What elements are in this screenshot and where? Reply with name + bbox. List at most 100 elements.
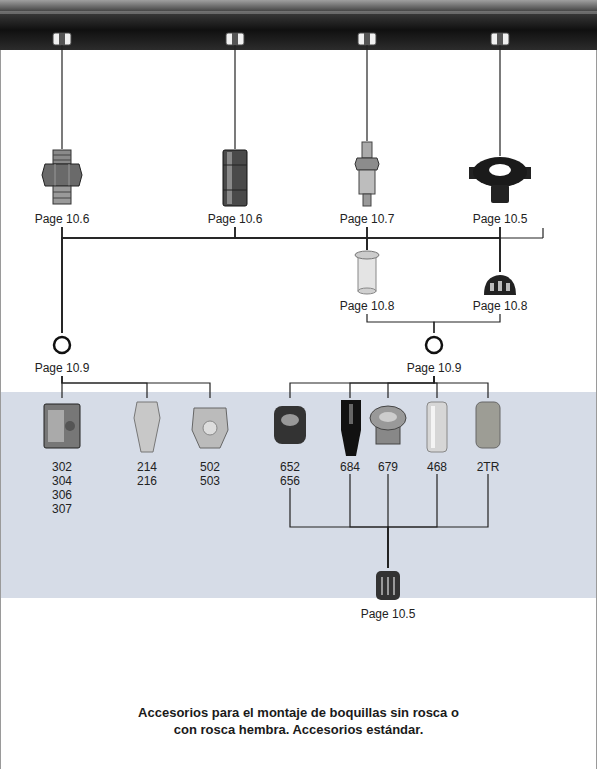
pipe-clip (226, 33, 244, 45)
nozzle-tip (44, 400, 500, 456)
pipe-clip (491, 33, 509, 45)
page-reference: Page 10.7 (340, 212, 395, 226)
clamp (489, 164, 511, 176)
clamp (491, 185, 509, 203)
connector-line (235, 227, 500, 272)
nozzle-part: 684 (332, 398, 369, 474)
nozzle-part: 679 (370, 398, 407, 474)
nozzle-part: 468 (419, 398, 456, 474)
leader-line (500, 237, 543, 238)
caption-holder: Accesorios para el montaje de boquillas … (0, 704, 597, 738)
connector-line (434, 314, 500, 333)
part-link: Page 10.6 (31, 148, 94, 227)
connector-line (434, 376, 488, 398)
pipe-clip (53, 33, 71, 45)
pipe-clip (232, 33, 238, 45)
nozzle-tip (44, 404, 80, 448)
boom-pipe (0, 11, 597, 14)
page-reference: Page 10.8 (340, 299, 395, 313)
check-valve (355, 158, 379, 170)
frame-line (596, 50, 597, 769)
connector-line (350, 474, 388, 568)
connector-line (388, 474, 488, 568)
nozzle-cap (484, 275, 516, 295)
page-reference: Page 10.6 (208, 212, 263, 226)
nozzle-part: 302 304 306 307 (44, 398, 81, 516)
connector-line (62, 227, 500, 272)
connector-line (62, 376, 147, 398)
check-valve (362, 142, 372, 158)
nozzle-part: 502 503 (192, 398, 229, 488)
strainer (355, 251, 379, 294)
hex-nipple (53, 186, 71, 204)
leader-line (499, 45, 500, 156)
nozzle-cap (376, 571, 400, 600)
hex-nipple (42, 150, 82, 204)
o-ring (426, 337, 442, 353)
nozzle-part: 2TR (470, 398, 507, 474)
part-link: Page 10.5 (469, 148, 532, 227)
part-link: Page 10.6 (204, 148, 267, 227)
pipe-clip (358, 33, 376, 45)
nozzle-tip (476, 402, 500, 448)
frame-line (0, 50, 1, 769)
leader-line (366, 45, 367, 141)
nozzle-tip (203, 421, 217, 435)
part-link: Page 10.5 (357, 568, 420, 622)
clamp (469, 157, 531, 203)
connector-line (367, 314, 434, 333)
part-number: 468 (423, 460, 452, 474)
hex-nipple (53, 192, 71, 193)
nozzle-part: 652 656 (272, 398, 309, 488)
part-number: 302 304 306 307 (48, 460, 77, 516)
page-reference: Page 10.9 (35, 361, 90, 375)
check-valve (355, 142, 379, 206)
nozzle-tip (370, 406, 406, 430)
pipe-clip (59, 33, 65, 45)
nozzle-cap (484, 275, 516, 295)
connector-line (388, 376, 434, 398)
nozzle-cap (498, 281, 502, 291)
connector-line (367, 227, 500, 272)
hex-nipple (53, 150, 71, 164)
part-link: Page 10.7 (336, 140, 399, 227)
part-number: 2TR (474, 460, 503, 474)
connector-line (290, 488, 388, 568)
nozzle-cap (490, 283, 494, 291)
strainer (355, 251, 379, 259)
o-ring-part: Page 10.9 (31, 333, 94, 376)
leader-line (62, 45, 543, 238)
boom-pipe (0, 0, 597, 50)
caption-text: Accesorios para el montaje de boquillas … (134, 704, 464, 738)
hex-nipple (53, 160, 71, 161)
clamp (473, 157, 527, 187)
nozzle-tip (431, 406, 435, 448)
threaded-body (223, 150, 247, 206)
threaded-body (223, 150, 247, 206)
threaded-body (223, 165, 247, 166)
hex-nipple (69, 164, 70, 186)
nozzle-cap (506, 283, 510, 291)
leader-line (542, 228, 543, 238)
page-reference: Page 10.5 (473, 212, 528, 226)
nozzle-cap (381, 577, 383, 595)
nozzle-tip (349, 404, 353, 424)
nozzle-tip (65, 421, 75, 431)
nozzle-band (0, 392, 597, 598)
connector-line (62, 227, 235, 333)
connector-line (350, 376, 434, 398)
part-number: 502 503 (196, 460, 225, 488)
part-number: 652 656 (276, 460, 305, 488)
connector-line (62, 376, 210, 398)
pipe-clip (364, 33, 370, 45)
pipe-clip (497, 33, 503, 45)
connector-line (62, 227, 367, 333)
leader-line (234, 45, 235, 149)
check-valve (359, 170, 375, 194)
connector-line (62, 227, 500, 333)
strainer (358, 255, 376, 291)
nozzle-tip (48, 410, 64, 442)
o-ring (54, 337, 70, 353)
